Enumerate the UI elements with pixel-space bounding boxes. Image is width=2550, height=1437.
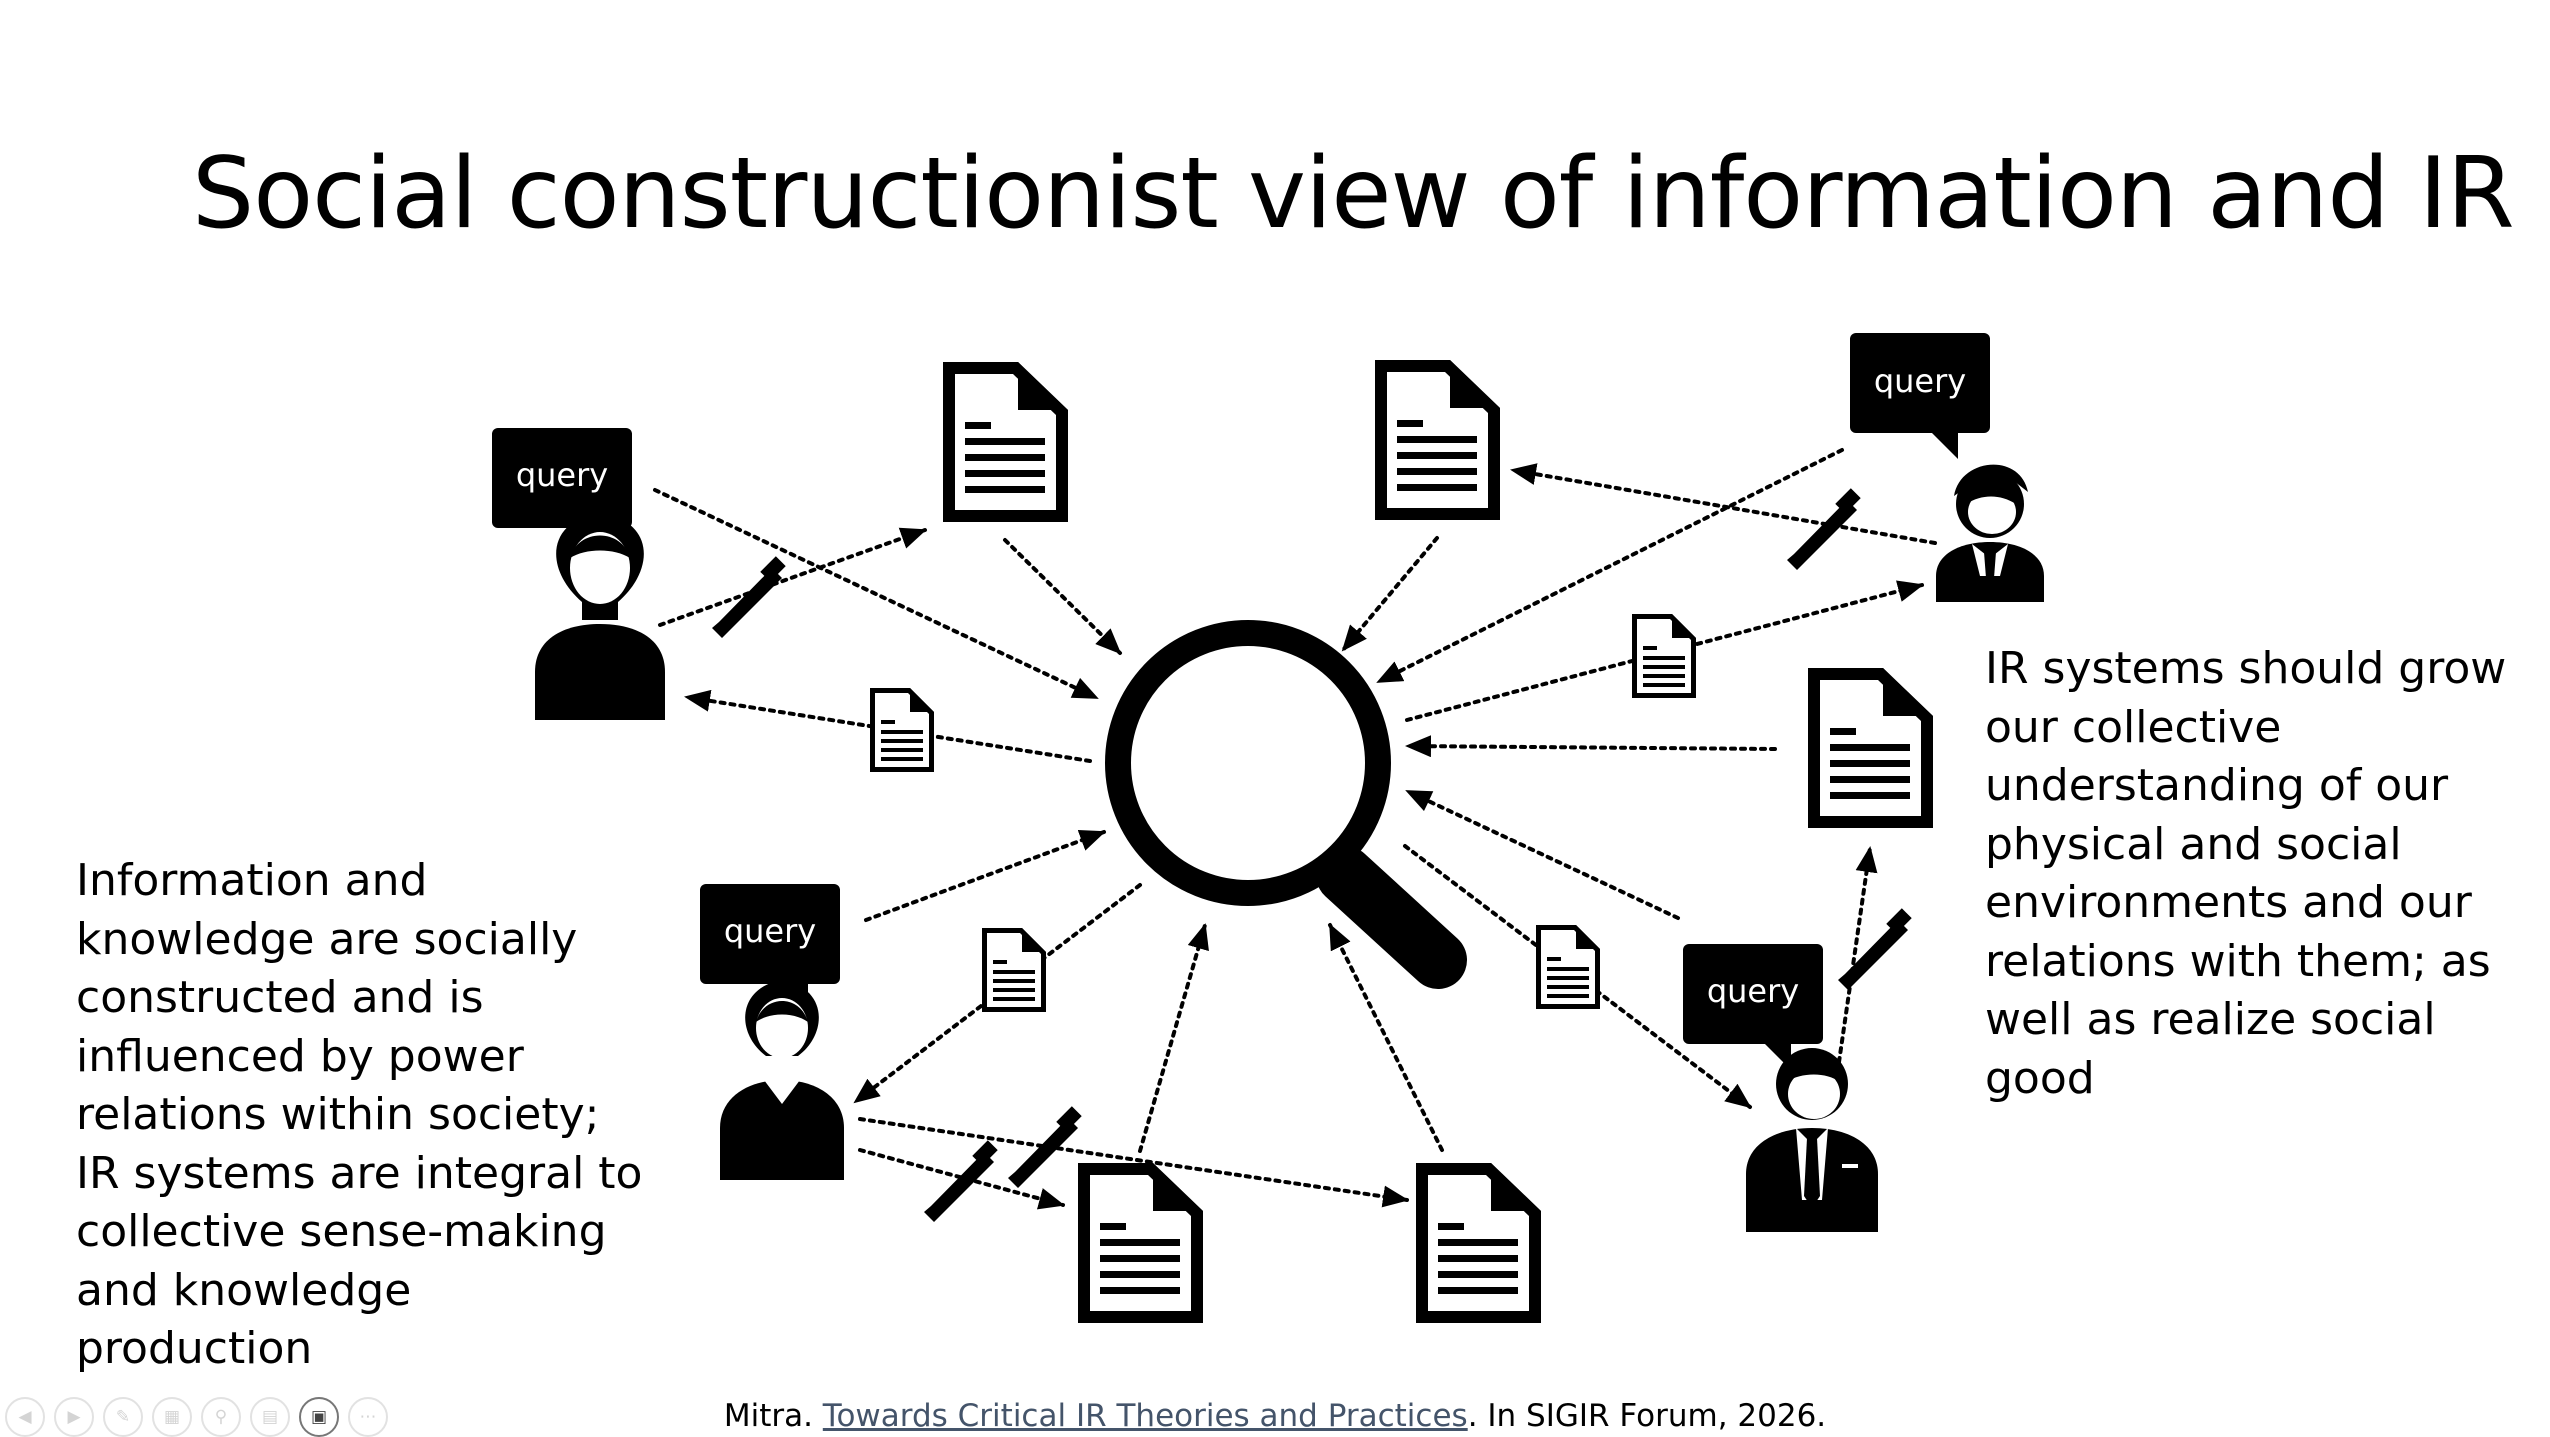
next-icon[interactable]: ▶: [54, 1397, 94, 1437]
speech-bubble-icon: query: [1850, 333, 1990, 459]
pen-icon: [1008, 1106, 1082, 1188]
person-icon: [535, 512, 665, 720]
document-icon: [1536, 925, 1600, 1009]
pen-icon: [712, 556, 786, 638]
document-icon: [1416, 1163, 1541, 1323]
zoom-icon[interactable]: ⚲: [201, 1397, 241, 1437]
camera-icon[interactable]: ▣: [299, 1397, 339, 1437]
citation-link[interactable]: Towards Critical IR Theories and Practic…: [822, 1398, 1468, 1434]
person-icon: [720, 980, 844, 1180]
magnifier-icon: [1105, 620, 1467, 989]
left-paragraph: Information and knowledge are socially c…: [76, 855, 643, 1374]
citation-prefix: Mitra.: [723, 1398, 823, 1434]
pen-icon: [924, 1140, 998, 1222]
slideshow-controls: ◀ ▶ ✎ ▦ ⚲ ▤ ▣ ⋯: [5, 1397, 388, 1437]
document-icon: [870, 688, 934, 772]
bubble-label: query: [1707, 972, 1799, 1010]
right-paragraph: IR systems should grow our collective un…: [1985, 643, 2507, 1104]
bubble-label: query: [516, 456, 608, 494]
document-icon: [1078, 1163, 1203, 1323]
right-text: IR systems should grow our collective un…: [1985, 640, 2545, 1108]
more-icon[interactable]: ⋯: [348, 1397, 388, 1437]
pen-icon: [1787, 488, 1861, 570]
citation-suffix: . In SIGIR Forum, 2026.: [1467, 1398, 1827, 1434]
document-icon: [1375, 360, 1500, 520]
person-icon: [1746, 1048, 1878, 1232]
document-icon: [1808, 668, 1933, 828]
pen-tool-icon[interactable]: ✎: [103, 1397, 143, 1437]
subtitles-icon[interactable]: ▤: [250, 1397, 290, 1437]
slide-title: Social constructionist view of informati…: [192, 137, 2515, 251]
speech-bubble-icon: query: [1683, 944, 1823, 1070]
bubble-label: query: [724, 912, 816, 950]
speech-bubble-icon: query: [700, 884, 840, 1010]
document-icon: [982, 928, 1046, 1012]
citation: Mitra. Towards Critical IR Theories and …: [0, 1401, 2550, 1432]
left-text: Information and knowledge are socially c…: [76, 852, 656, 1379]
previous-icon[interactable]: ◀: [5, 1397, 45, 1437]
slides-icon[interactable]: ▦: [152, 1397, 192, 1437]
document-icon: [1632, 614, 1696, 698]
bubble-label: query: [1874, 362, 1966, 400]
person-icon: [1936, 464, 2044, 602]
speech-bubble-icon: query: [492, 428, 632, 554]
document-icon: [943, 362, 1068, 522]
pen-icon: [1838, 908, 1912, 990]
